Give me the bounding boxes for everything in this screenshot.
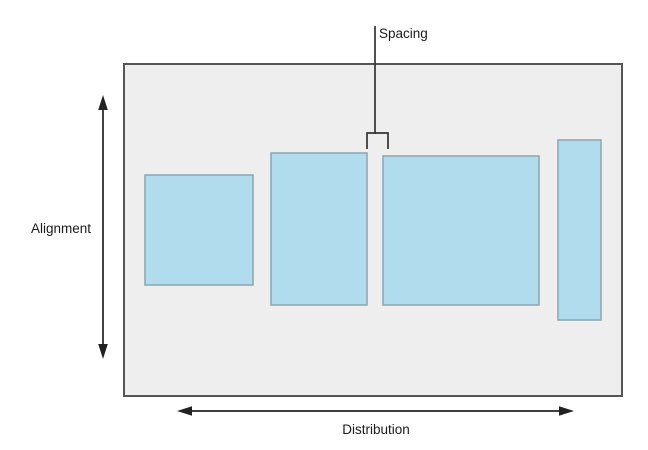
- distribution-arrowhead-right-icon: [559, 406, 574, 416]
- distribution-annotation: Distribution: [177, 406, 574, 437]
- element-group: [144, 139, 602, 321]
- alignment-arrowhead-down-icon: [98, 344, 108, 359]
- spacing-bracket-icon: [366, 132, 389, 149]
- alignment-arrowhead-up-icon: [98, 95, 108, 110]
- distribution-label: Distribution: [342, 422, 410, 437]
- element-rect-1[interactable]: [144, 174, 254, 286]
- element-rect-4[interactable]: [557, 139, 602, 321]
- spacing-label: Spacing: [379, 26, 428, 41]
- alignment-label: Alignment: [31, 221, 91, 236]
- element-rect-3[interactable]: [382, 155, 540, 306]
- element-rect-2[interactable]: [270, 152, 368, 306]
- distribution-arrowhead-left-icon: [177, 406, 192, 416]
- alignment-annotation: Alignment: [31, 95, 108, 359]
- spacing-annotation: Spacing: [366, 26, 428, 149]
